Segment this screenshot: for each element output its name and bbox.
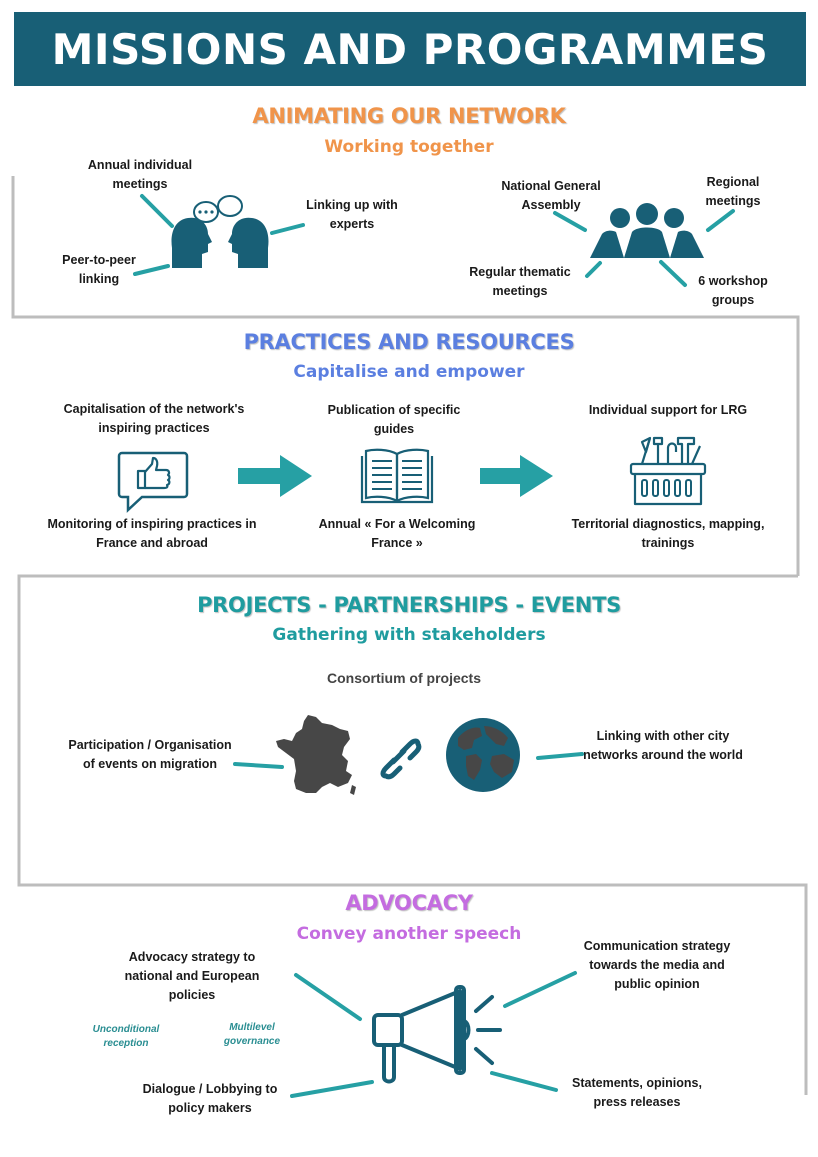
label-annual-meetings: Annual individual meetings [87, 158, 193, 191]
connector-line [536, 752, 584, 760]
frame-projects [17, 574, 808, 1095]
label-monitoring: Monitoring of inspiring practices in Fra… [47, 517, 257, 550]
dialogue-heads-icon [171, 195, 269, 268]
connector-line [233, 762, 284, 769]
label-workshops: 6 workshop groups [698, 274, 768, 307]
toolbox-icon [629, 436, 707, 506]
section-title-network: ANIMATING OUR NETWORK [252, 104, 566, 128]
connector-line [133, 264, 170, 276]
connector-line [503, 971, 577, 1008]
group-people-icon [590, 203, 704, 258]
section-subtitle-projects: Gathering with stakeholders [272, 625, 546, 645]
section-title-advocacy: ADVOCACY [345, 891, 473, 915]
connector-line [290, 1080, 374, 1098]
globe-icon [446, 718, 520, 792]
connector-line [659, 260, 687, 287]
arrow-right-icon [238, 455, 312, 497]
section-subtitle-practices: Capitalise and empower [293, 362, 525, 382]
label-consortium: Consortium of projects [326, 670, 481, 686]
connector-line [140, 194, 174, 228]
connector-line [553, 211, 587, 232]
section-title-practices: PRACTICES AND RESOURCES [243, 330, 575, 354]
label-dialogue: Dialogue / Lobbying to policy makers [142, 1082, 278, 1115]
section-title-projects: PROJECTS - PARTNERSHIPS - EVENTS [197, 593, 621, 617]
section-subtitle-advocacy: Convey another speech [296, 924, 522, 944]
connector-line [270, 223, 305, 235]
thumbs-up-icon [117, 451, 189, 513]
frame-network [11, 176, 800, 576]
page-title: MISSIONS AND PROGRAMMES [51, 24, 769, 74]
label-capitalisation: Capitalisation of the network's inspirin… [63, 402, 245, 435]
label-events: Participation / Organisation of events o… [68, 738, 232, 771]
connector-line [706, 209, 735, 232]
label-publication: Publication of specific guides [327, 403, 461, 436]
label-statements: Statements, opinions, press releases [572, 1076, 702, 1109]
chain-link-icon [380, 738, 422, 780]
france-map-icon [276, 715, 356, 795]
connector-line [585, 261, 602, 278]
tag-governance: Multilevel governance [223, 1022, 281, 1047]
label-regional: Regional meetings [705, 175, 761, 208]
label-general-assembly: National General Assembly [501, 179, 601, 212]
label-strategy: Advocacy strategy to national and Europe… [124, 950, 260, 1002]
open-book-icon [360, 448, 434, 504]
label-support: Individual support for LRG [588, 403, 748, 417]
megaphone-icon [372, 985, 502, 1084]
label-communication: Communication strategy towards the media… [583, 939, 731, 991]
arrow-right-icon [480, 455, 553, 497]
label-peer: Peer-to-peer linking [62, 253, 136, 286]
label-diagnostics: Territorial diagnostics, mapping, traini… [571, 517, 765, 550]
label-networks: Linking with other city networks around … [583, 729, 743, 762]
connector-line [294, 973, 362, 1021]
section-subtitle-network: Working together [324, 137, 494, 157]
title-banner: MISSIONS AND PROGRAMMES [14, 12, 806, 86]
label-annual: Annual « For a Welcoming France » [318, 517, 476, 550]
tag-reception: Unconditional reception [92, 1024, 160, 1049]
label-thematic: Regular thematic meetings [469, 265, 571, 298]
label-experts: Linking up with experts [306, 198, 398, 231]
connector-line [490, 1071, 558, 1092]
